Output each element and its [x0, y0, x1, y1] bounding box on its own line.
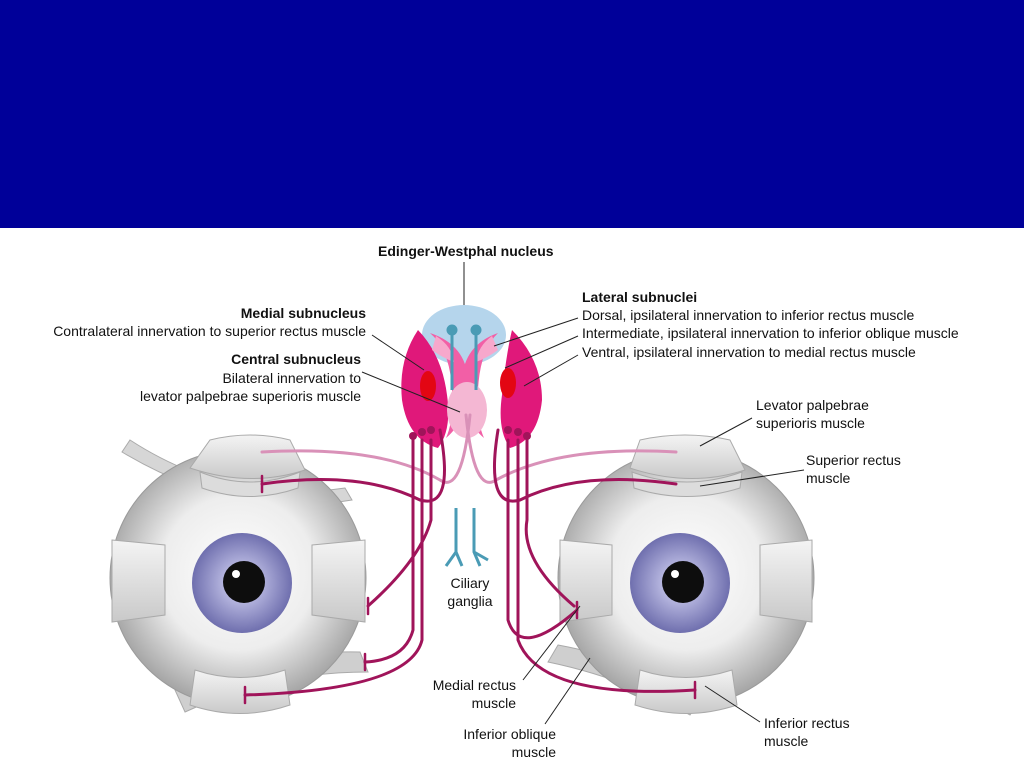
lateral-ventral-label: Ventral, ipsilateral innervation to medi…	[582, 344, 916, 360]
right-medial-subnucleus	[500, 330, 542, 448]
oculomotor-nuclei	[401, 305, 542, 448]
lateral-intermediate-label: Intermediate, ipsilateral innervation to…	[582, 325, 959, 341]
left-eye-medial-rectus	[311, 539, 366, 623]
left-lateral-dorsal	[432, 336, 454, 362]
left-eye-levator-muscle	[189, 434, 306, 480]
medial-subnucleus-desc: Contralateral innervation to superior re…	[53, 323, 366, 339]
leader-lateral-dorsal	[493, 317, 579, 347]
leader-levator	[699, 417, 753, 447]
leader-central	[361, 371, 461, 413]
medial-rectus-label-1: Medial rectus	[432, 677, 516, 693]
ciliary-fibers	[444, 324, 489, 567]
right-eye-lateral-rectus	[759, 539, 813, 623]
levator-label-1: Levator palpebrae	[756, 397, 869, 413]
leader-medial	[371, 334, 425, 371]
edinger-westphal-label: Edinger-Westphal nucleus	[378, 243, 554, 259]
ciliary-ganglia-label-2: ganglia	[447, 593, 493, 609]
right-eye	[547, 434, 815, 716]
left-pupil-highlight	[232, 570, 240, 578]
central-subnucleus	[447, 382, 487, 438]
inferior-rectus-label-2: muscle	[764, 733, 809, 749]
right-pupil	[662, 561, 704, 603]
inferior-oblique-label-1: Inferior oblique	[463, 726, 556, 742]
right-red-core	[500, 368, 516, 398]
leader-medial-rectus	[522, 605, 581, 681]
leader-lateral-intermediate	[504, 335, 579, 369]
lateral-dorsal-label: Dorsal, ipsilateral innervation to infer…	[582, 307, 915, 323]
leader-superior-rectus	[699, 469, 805, 487]
medial-rectus-label-2: muscle	[471, 695, 516, 711]
left-pupil	[223, 561, 265, 603]
oculomotor-nucleus-diagram	[109, 262, 815, 725]
left-eye-inferior-rectus	[189, 669, 291, 714]
levator-label-2: superioris muscle	[756, 415, 865, 431]
leader-lines	[361, 262, 805, 725]
title-banner	[0, 0, 1024, 228]
nerve-pathways	[243, 413, 697, 705]
medial-subnucleus-title: Medial subnucleus	[240, 305, 366, 321]
right-eye-levator-muscle	[629, 434, 746, 480]
right-pupil-highlight	[671, 570, 679, 578]
left-eye-lateral-rectus	[111, 539, 166, 623]
right-eye-superior-rectus	[631, 471, 743, 497]
lateral-subnuclei-title: Lateral subnuclei	[582, 289, 698, 305]
central-subnucleus-desc-2: levator palpebrae superioris muscle	[140, 388, 361, 404]
leader-inferior-rectus	[704, 685, 761, 723]
right-eye-medial-rectus	[559, 539, 613, 623]
left-red-core	[420, 371, 436, 401]
superior-rectus-label-2: muscle	[806, 470, 851, 486]
leader-lateral-ventral	[523, 354, 579, 387]
central-subnucleus-desc-1: Bilateral innervation to	[222, 370, 361, 386]
superior-rectus-label-1: Superior rectus	[806, 452, 901, 468]
inferior-oblique-label-2: muscle	[511, 744, 556, 760]
inferior-rectus-label-1: Inferior rectus	[764, 715, 850, 731]
left-eye	[109, 434, 369, 714]
right-lateral-dorsal	[476, 336, 498, 362]
central-subnucleus-title: Central subnucleus	[231, 351, 361, 367]
ciliary-ganglia-label-1: Ciliary	[450, 575, 490, 591]
leader-inferior-oblique	[544, 657, 591, 725]
